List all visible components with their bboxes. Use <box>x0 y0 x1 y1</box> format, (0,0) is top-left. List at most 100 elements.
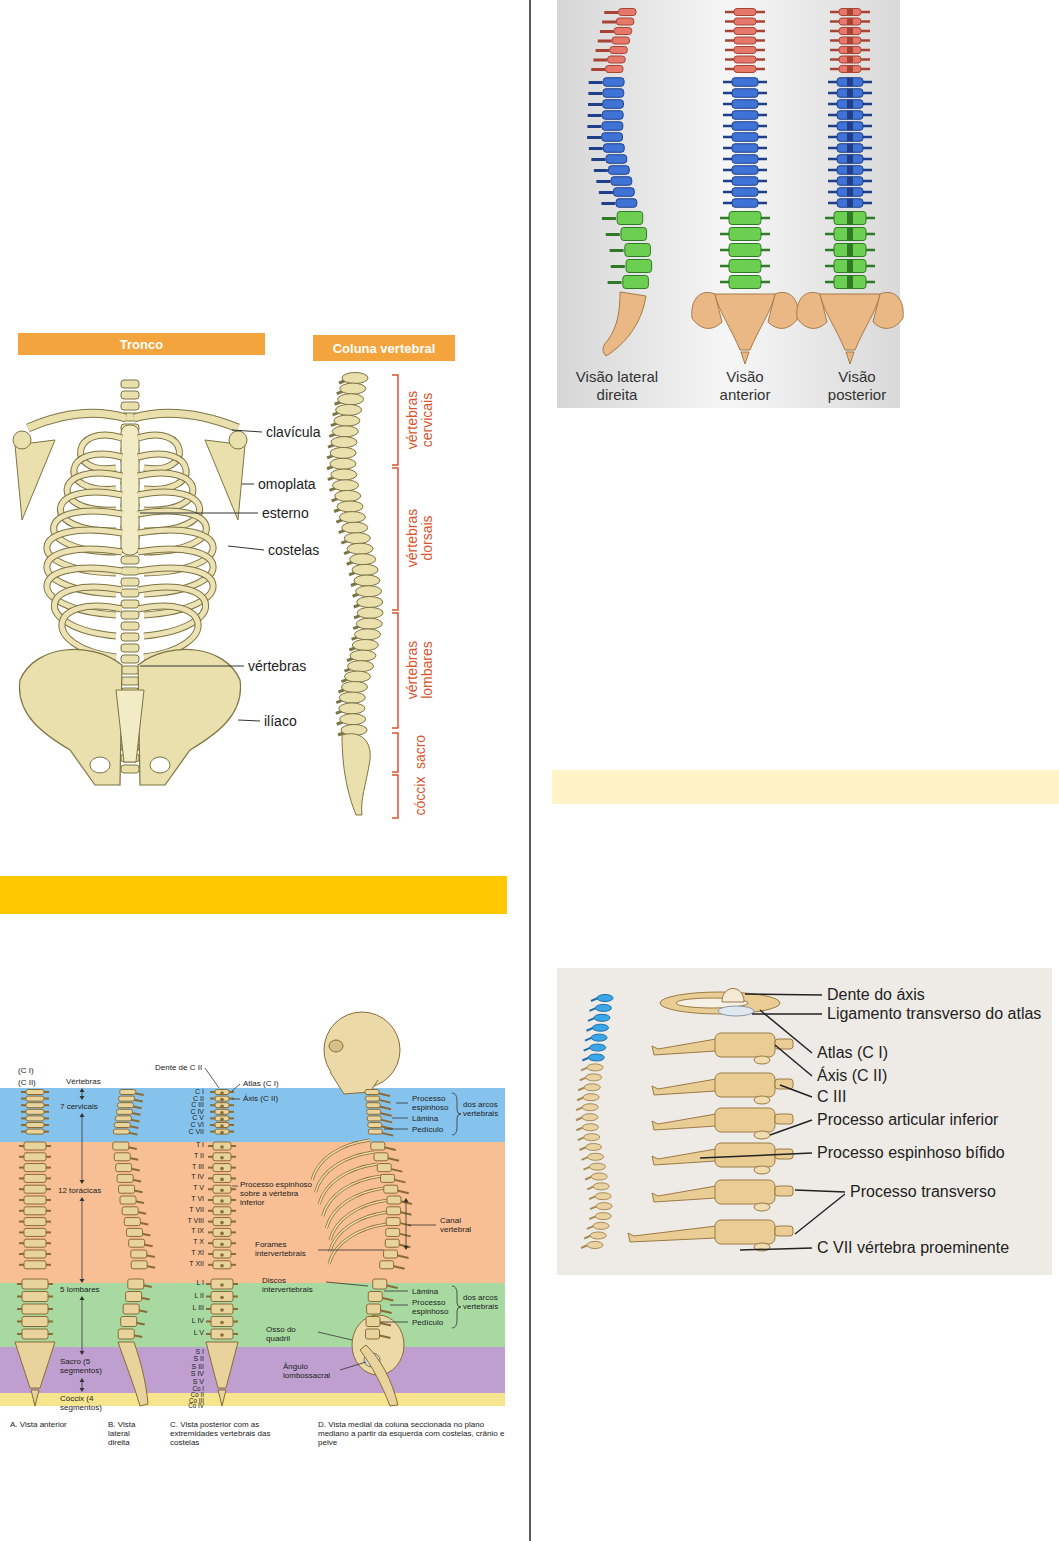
leader-line <box>745 994 822 995</box>
region-bracket <box>392 468 398 610</box>
anatomy-label: Osso do quadril <box>266 1325 316 1343</box>
vertebra <box>131 1250 147 1258</box>
level-label: T I <box>184 1141 204 1148</box>
leader-line <box>140 513 258 514</box>
vertebra <box>590 1232 606 1239</box>
spinous-process <box>601 202 615 205</box>
leader-line <box>380 1322 408 1323</box>
vertebra <box>330 458 356 469</box>
vertebra <box>603 100 624 109</box>
leader-line <box>238 720 260 721</box>
spinous-process <box>220 1145 224 1149</box>
anatomy-label: 7 cervicais <box>60 1102 98 1111</box>
spine-views <box>557 0 903 408</box>
vertebra <box>213 1261 231 1269</box>
spinous-process <box>220 1188 224 1192</box>
header-band: Coluna vertebral <box>313 335 455 361</box>
part-label: esterno <box>262 505 309 521</box>
vertebra <box>357 607 383 618</box>
level-label: S IV <box>184 1370 204 1377</box>
vertebra <box>121 644 139 652</box>
vertebra <box>837 89 863 98</box>
leader-line <box>390 1305 408 1306</box>
spinous-process <box>220 1264 224 1268</box>
part-label: Processo articular inferior <box>817 1111 998 1129</box>
vertebra <box>24 1153 46 1161</box>
part-label: omoplata <box>258 476 316 492</box>
vertebra <box>121 380 139 388</box>
leader-line <box>318 1332 352 1340</box>
articular-process <box>754 1131 770 1139</box>
view-caption: Visão anterior <box>705 368 785 404</box>
vertebra <box>618 9 636 16</box>
section-bar <box>552 770 1059 804</box>
vertebra <box>331 437 357 448</box>
spinous-process <box>847 199 853 208</box>
level-label: C IV <box>184 1108 204 1115</box>
rib <box>319 1164 377 1204</box>
vertebra <box>215 1090 229 1095</box>
leader-line <box>205 1068 219 1088</box>
vertebra <box>588 1054 604 1061</box>
arrow-head <box>80 1388 85 1392</box>
vertebra <box>215 1129 229 1134</box>
vertebra <box>584 1084 600 1091</box>
vertebra <box>22 1292 48 1302</box>
vertebra <box>211 1292 233 1302</box>
vertebra <box>386 1218 400 1226</box>
leader-line <box>384 1129 408 1130</box>
vertebra <box>603 78 624 87</box>
vertebra <box>340 714 366 725</box>
region-bracket <box>392 733 398 772</box>
vertebra <box>625 244 651 257</box>
vertebra <box>114 1123 130 1128</box>
column-divider <box>529 0 531 1541</box>
photo-ground <box>557 968 1052 1275</box>
arrow-head <box>80 1279 85 1283</box>
leader-line <box>232 1084 240 1091</box>
vertebra <box>26 1096 44 1101</box>
vertebra <box>119 1096 135 1101</box>
vertebra <box>352 564 378 575</box>
vertebra <box>357 597 383 608</box>
spinous-process <box>594 169 608 172</box>
arrow-line <box>406 1201 407 1247</box>
part-label: ilíaco <box>264 713 297 729</box>
vertebra <box>342 373 368 384</box>
vertebra <box>387 1207 401 1215</box>
vertebra <box>121 402 139 410</box>
spinous-process <box>611 265 625 268</box>
vertebra <box>834 244 866 257</box>
figure-caption: C. Vista posterior com as extremidades v… <box>170 1420 295 1448</box>
spinous-process <box>587 136 601 139</box>
vertebra <box>356 618 382 629</box>
arrow-line <box>82 1200 83 1280</box>
vertebra <box>117 1174 133 1182</box>
vertebra <box>606 155 627 164</box>
vertebra <box>26 1109 44 1114</box>
vertebra <box>611 177 632 186</box>
humerus-head <box>229 431 247 449</box>
arrow-head <box>404 1198 409 1202</box>
vertebra <box>126 1228 142 1236</box>
spinous-process <box>220 1253 224 1257</box>
vertebra <box>610 47 628 54</box>
vertebra <box>734 18 756 25</box>
sacrum <box>116 690 144 762</box>
anatomy-label: Processo espinhoso sobre a vértebra infe… <box>240 1180 315 1208</box>
spinous-process <box>220 1296 224 1300</box>
vertebra <box>734 37 756 44</box>
spinous-process <box>593 59 607 62</box>
vertebra <box>121 666 139 674</box>
part-label: C VII vértebra proeminente <box>817 1239 1009 1257</box>
arrow-head <box>80 1180 85 1184</box>
vertebra <box>121 1317 137 1327</box>
anatomy-label: Lâmina <box>412 1114 438 1123</box>
clavicle <box>134 413 238 428</box>
vertebra <box>122 1207 138 1215</box>
clavicle <box>28 413 126 428</box>
spinous-process <box>847 78 853 87</box>
spinous-process <box>591 68 605 71</box>
spinous-process <box>220 1333 224 1337</box>
spinous-process <box>847 276 853 289</box>
